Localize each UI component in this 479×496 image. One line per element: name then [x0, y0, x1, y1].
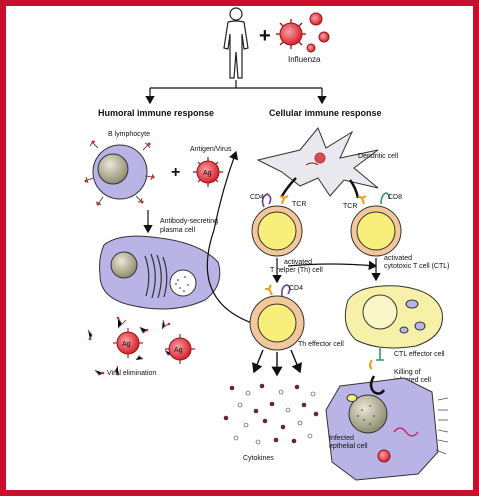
- th-effector-cell: [249, 284, 305, 351]
- mhc-ii-connector: [280, 177, 297, 197]
- activated-th-label-2: T helper (Th) cell: [270, 267, 323, 274]
- plasma-label-line2: plasma cell: [160, 227, 195, 234]
- killing-label-1: Killing of: [394, 369, 421, 376]
- ctl-effector-label: CTL effector cell: [394, 351, 445, 358]
- ag-label-elim-2: Ag: [174, 347, 183, 354]
- dendritic-cell-label: Dendritic cell: [358, 153, 399, 160]
- b-lymphocyte-cell: [84, 140, 155, 206]
- cellular-arrows: [206, 150, 381, 324]
- antigen-virus-icon: [193, 157, 223, 187]
- influenza-virus-icon: [276, 12, 330, 53]
- infected-epithelial-cell: [325, 375, 449, 481]
- cellular-heading: Cellular immune response: [269, 108, 382, 118]
- activated-th-label-1: activated: [284, 259, 312, 266]
- tcr-label-ctl: TCR: [343, 203, 357, 210]
- th-effector-label: Th effector cell: [298, 341, 344, 348]
- cytokine-release-arrows: [251, 349, 303, 377]
- b-lymphocyte-label: B lymphocyte: [108, 131, 150, 138]
- activated-ctl-label-1: activated: [384, 255, 412, 262]
- killing-label-2: infected cell: [394, 377, 431, 384]
- plus-sign-humoral: +: [171, 164, 180, 181]
- activated-ctl-label-2: cytotoxic T cell (CTL): [384, 263, 449, 270]
- branch-arrows: [145, 80, 327, 105]
- viral-elimination-label: Viral elimination: [107, 370, 156, 377]
- human-figure-icon: [223, 7, 249, 79]
- activated-th-cell: [251, 193, 303, 257]
- plasma-cell: [99, 235, 221, 310]
- influenza-label: Influenza: [288, 55, 321, 64]
- plasma-label-line1: Antibody-secreting: [160, 218, 218, 225]
- cd4-label-effector: CD4: [289, 285, 303, 292]
- antigen-virus-label: Antigen/Virus: [190, 146, 232, 153]
- cd4-label-th: CD4: [250, 194, 264, 201]
- activated-ctl-cell: [350, 192, 402, 257]
- mhc-i-connector: [348, 179, 360, 199]
- cytokines-label: Cytokines: [243, 455, 274, 462]
- cd8-label: CD8: [388, 194, 402, 201]
- cytokine-dots: [223, 383, 319, 445]
- infected-label-1: Infected: [329, 435, 354, 442]
- ctl-effector-cell: [344, 285, 443, 370]
- plus-sign-top: +: [259, 25, 271, 47]
- ag-label-elim-1: Ag: [122, 341, 131, 348]
- antibody-tips: [88, 316, 171, 376]
- dendritic-cell: [256, 127, 379, 197]
- tcr-label-th: TCR: [292, 201, 306, 208]
- humoral-heading: Humoral immune response: [98, 108, 214, 118]
- eliminated-virus-2: [165, 334, 195, 364]
- antigen-ag-label: Ag: [203, 170, 212, 177]
- infected-label-2: epthelial cell: [329, 443, 368, 450]
- eliminated-virus-1: [113, 328, 143, 358]
